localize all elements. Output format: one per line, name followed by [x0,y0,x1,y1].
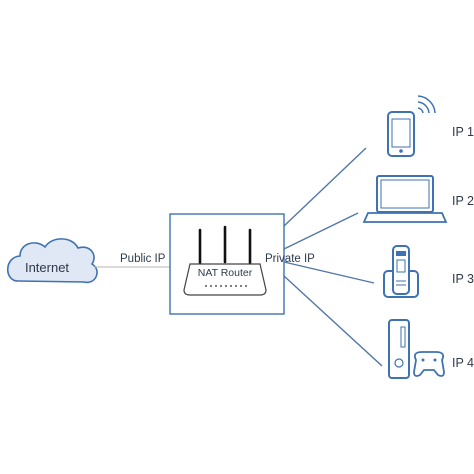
device-label-ip1: IP 1 [452,125,474,139]
router-label: NAT Router [198,267,253,279]
device-label-ip4: IP 4 [452,356,474,370]
device-label-ip2: IP 2 [452,194,474,208]
link-ip1 [283,147,367,227]
router-body [183,263,267,296]
link-ip3 [283,261,375,284]
internet-label: Internet [25,260,69,275]
game-console-icon [388,319,445,379]
cordless-phone-icon [383,245,419,298]
wifi-signal-icon [417,95,436,114]
nat-router: NAT Router [169,213,285,315]
private-links [283,147,383,367]
public-ip-label: Public IP [120,253,166,265]
link-ip4 [283,275,383,367]
link-ip2 [283,212,359,250]
router-leds [205,285,247,287]
controller-icon [413,351,445,377]
smartphone-icon [387,95,436,157]
device-label-ip3: IP 3 [452,272,474,286]
internet-cloud: Internet [6,238,98,284]
private-ip-label: Private IP [265,253,315,265]
laptop-icon [362,175,448,223]
